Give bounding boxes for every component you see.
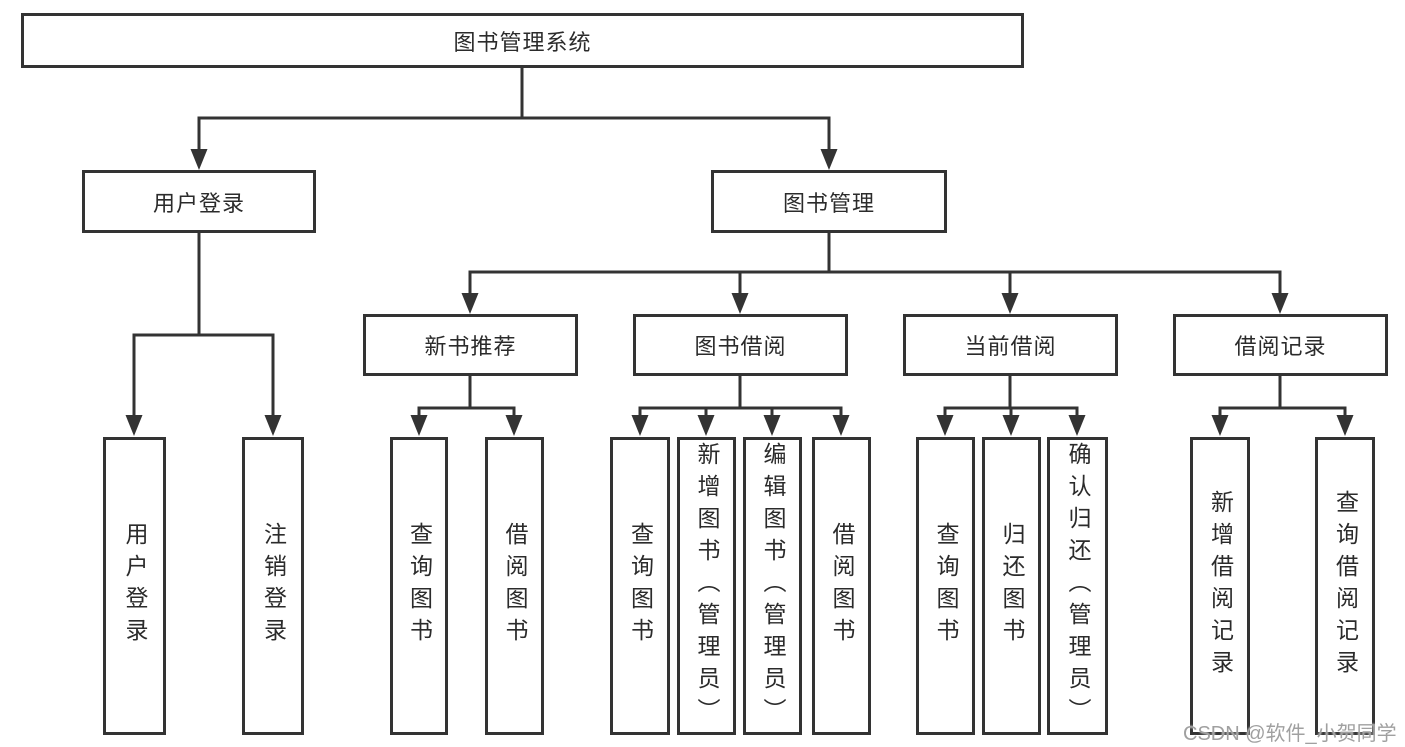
leaf-logout: 注销登录 — [242, 437, 304, 735]
leaf-confirm-return-admin: 确认归还（管理员） — [1047, 437, 1108, 735]
leaf-add-borrow-record: 新增借阅记录 — [1190, 437, 1250, 735]
leaf-edit-book-admin: 编辑图书（管理员） — [743, 437, 802, 735]
watermark: CSDN @软件_小贺同学 — [1183, 723, 1397, 745]
node-book-management: 图书管理 — [711, 170, 947, 233]
node-book-borrow: 图书借阅 — [633, 314, 848, 376]
leaf-query-book-current: 查询图书 — [916, 437, 975, 735]
leaf-borrow-book-recommend: 借阅图书 — [485, 437, 544, 735]
leaf-add-book-admin: 新增图书（管理员） — [677, 437, 736, 735]
node-new-book-recommend: 新书推荐 — [363, 314, 578, 376]
leaf-user-login: 用户登录 — [103, 437, 166, 735]
leaf-query-book-borrow: 查询图书 — [610, 437, 670, 735]
node-current-borrow: 当前借阅 — [903, 314, 1118, 376]
leaf-query-borrow-record: 查询借阅记录 — [1315, 437, 1375, 735]
leaf-query-book-recommend: 查询图书 — [390, 437, 448, 735]
node-root: 图书管理系统 — [21, 13, 1024, 68]
node-borrow-records: 借阅记录 — [1173, 314, 1388, 376]
leaf-return-book: 归还图书 — [982, 437, 1041, 735]
node-user-login: 用户登录 — [82, 170, 316, 233]
leaf-borrow-book: 借阅图书 — [812, 437, 871, 735]
